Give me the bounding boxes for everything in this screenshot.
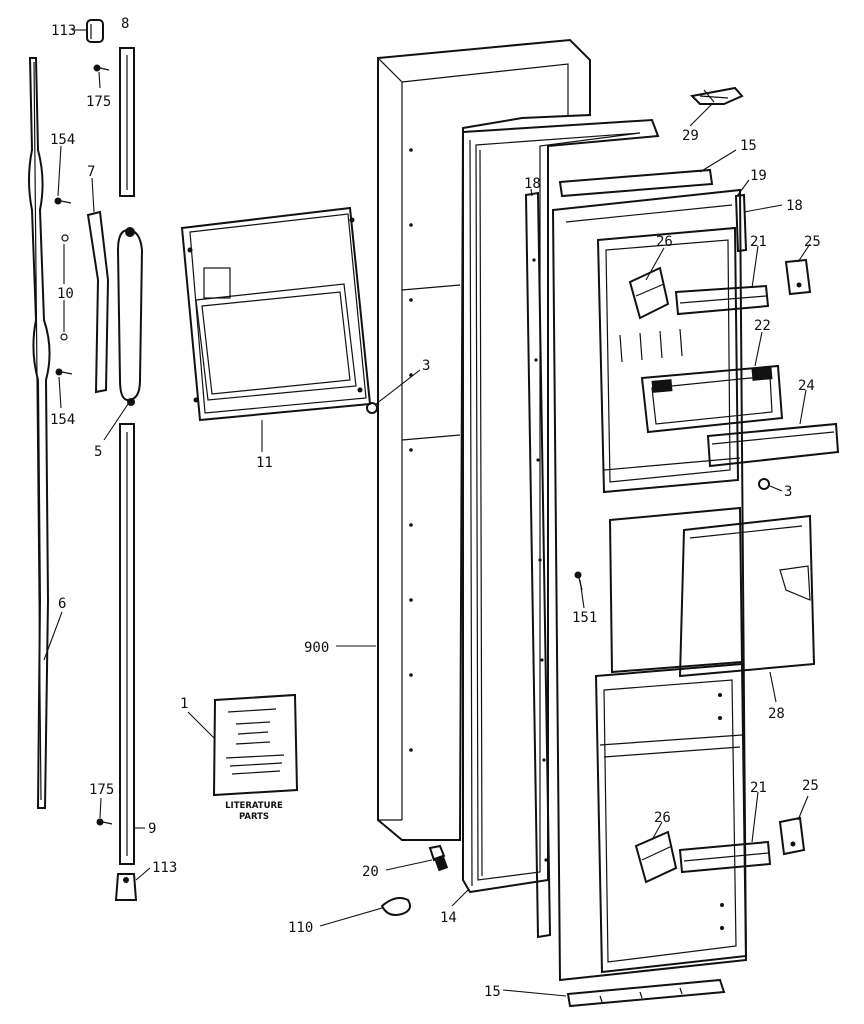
part-24-shelf-front [706, 422, 840, 468]
screw-10-lower [60, 333, 68, 341]
screw-175-top [93, 64, 110, 72]
part-29-clip [689, 86, 744, 105]
label-3-left: 3 [422, 358, 430, 374]
label-5: 5 [94, 444, 102, 460]
label-154-bottom: 154 [50, 412, 75, 428]
part-11-panel [180, 206, 372, 422]
part-28-cover [678, 514, 816, 678]
screw-10-upper [61, 234, 69, 242]
part-113-bottom-cap [114, 873, 138, 901]
label-25-upper: 25 [804, 234, 821, 250]
part-15-top-trim [558, 168, 714, 198]
part-15-bottom-trim [566, 978, 726, 1008]
label-113-top: 113 [51, 23, 76, 39]
screw-175-bottom [96, 818, 113, 826]
literature-line-1: LITERATURE [225, 801, 283, 811]
part-3-plug-left [366, 402, 378, 414]
literature-caption: LITERATURE PARTS [225, 801, 283, 822]
label-7: 7 [87, 164, 95, 180]
label-110: 110 [288, 920, 313, 936]
label-10: 10 [57, 286, 74, 302]
label-26-upper: 26 [656, 234, 673, 250]
label-25-lower: 25 [802, 778, 819, 794]
part-6-strip [28, 57, 51, 809]
label-26-lower: 26 [654, 810, 671, 826]
callout-labels: 113 8 175 154 7 10 154 5 6 11 3 900 1 17… [50, 16, 821, 1000]
label-21-lower: 21 [750, 780, 767, 796]
label-900: 900 [304, 640, 329, 656]
label-22: 22 [754, 318, 771, 334]
label-3-right: 3 [784, 484, 792, 500]
part-18-strip-right [734, 193, 748, 253]
label-21-upper: 21 [750, 234, 767, 250]
part-110-plug [380, 897, 411, 916]
label-6: 6 [58, 596, 66, 612]
part-7-insert [86, 210, 110, 394]
label-9: 9 [148, 821, 156, 837]
label-151: 151 [572, 610, 597, 626]
label-11: 11 [256, 455, 273, 471]
part-1-literature [212, 693, 299, 797]
label-1: 1 [180, 696, 188, 712]
part-9-trim [119, 423, 135, 865]
label-14: 14 [440, 910, 457, 926]
label-154-top: 154 [50, 132, 75, 148]
part-25-cap-lower [778, 816, 806, 856]
screw-154-bottom [55, 368, 73, 376]
part-113-top-cap [86, 19, 104, 43]
part-21-rail-lower [678, 840, 772, 874]
label-15-top: 15 [740, 138, 757, 154]
label-18-right: 18 [786, 198, 803, 214]
part-20-hinge-pin [428, 844, 449, 872]
label-28: 28 [768, 706, 785, 722]
part-21-rail-upper [674, 284, 770, 316]
part-18-strip-left [524, 191, 552, 939]
label-8: 8 [121, 16, 129, 32]
part-22-bin [640, 364, 784, 434]
part-8-trim [119, 47, 135, 197]
label-19: 19 [750, 168, 767, 184]
label-175-bottom: 175 [89, 782, 114, 798]
part-5-handle [116, 227, 144, 406]
leader-lines [43, 29, 811, 997]
label-24: 24 [798, 378, 815, 394]
label-113-bottom: 113 [152, 860, 177, 876]
label-18-left: 18 [524, 176, 541, 192]
part-25-cap-upper [784, 258, 812, 296]
label-29: 29 [682, 128, 699, 144]
label-175-top: 175 [86, 94, 111, 110]
part-3-plug-right [758, 478, 770, 490]
label-15-bottom: 15 [484, 984, 501, 1000]
screw-154-top [54, 197, 72, 205]
part-19-inner-liner [551, 188, 748, 982]
part-26-bracket-lower [634, 830, 678, 884]
part-900-outer-door [377, 38, 591, 841]
part-14-gasket [462, 118, 660, 894]
literature-line-2: PARTS [239, 812, 269, 822]
label-20: 20 [362, 864, 379, 880]
